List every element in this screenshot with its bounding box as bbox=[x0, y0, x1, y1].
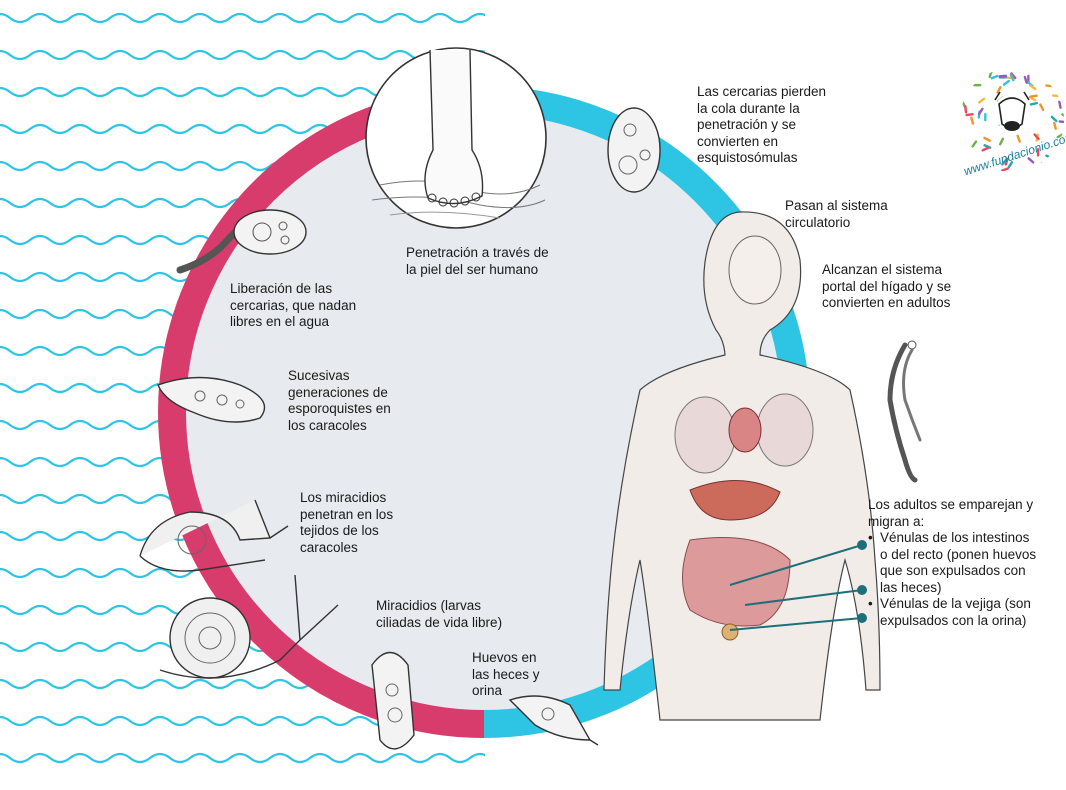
logo-confetti bbox=[1000, 139, 1003, 144]
logo-confetti bbox=[1000, 76, 1006, 77]
logo-confetti bbox=[969, 75, 974, 78]
label-adults: Los adultos se emparejan y migran a: bbox=[868, 497, 1033, 530]
logo-confetti bbox=[998, 87, 1001, 92]
logo-confetti bbox=[1031, 103, 1037, 104]
logo-confetti bbox=[1002, 169, 1008, 171]
logo-confetti bbox=[1004, 81, 1009, 85]
logo-confetti bbox=[1059, 102, 1060, 108]
logo-confetti bbox=[1018, 136, 1020, 142]
logo-confetti bbox=[1055, 164, 1060, 167]
logo-confetti bbox=[967, 114, 973, 115]
label-penetration: Penetración a través de la piel del ser … bbox=[406, 245, 549, 278]
label-cercariae-lose-tail: Las cercarias pierden la cola durante la… bbox=[697, 84, 826, 167]
logo-confetti bbox=[984, 138, 989, 141]
adults-destinations: • Vénulas de los intestinos o del recto … bbox=[868, 530, 1036, 629]
logo-confetti bbox=[973, 142, 976, 147]
logo-confetti bbox=[1029, 158, 1034, 162]
logo-confetti bbox=[992, 76, 998, 78]
logo-confetti bbox=[959, 105, 961, 111]
logo-confetti bbox=[965, 106, 966, 112]
logo-confetti bbox=[1025, 77, 1027, 83]
logo-confetti bbox=[1052, 117, 1056, 121]
logo-confetti bbox=[1040, 105, 1043, 110]
bullet-bladder: • Vénulas de la vejiga (son expulsados c… bbox=[868, 596, 1036, 629]
adult-worms-icon bbox=[890, 341, 920, 480]
logo-confetti bbox=[1063, 114, 1066, 118]
wave-line bbox=[0, 754, 510, 762]
logo-confetti bbox=[1046, 156, 1051, 159]
bullet-intestine: • Vénulas de los intestinos o del recto … bbox=[868, 530, 1036, 596]
miracidium-icon bbox=[372, 653, 414, 749]
logo-confetti bbox=[1031, 96, 1037, 97]
wave-line bbox=[0, 14, 510, 22]
logo-confetti bbox=[990, 71, 992, 77]
logo-confetti bbox=[979, 99, 984, 103]
label-circulatory: Pasan al sistema circulatorio bbox=[785, 198, 888, 231]
schistosomulum-icon bbox=[608, 108, 660, 192]
label-miracidia-penetrate: Los miracidios penetran en los tejidos d… bbox=[300, 490, 393, 556]
label-miracidia: Miracidios (larvas ciliadas de vida libr… bbox=[376, 598, 502, 631]
logo-confetti bbox=[1054, 123, 1055, 129]
logo-confetti bbox=[968, 70, 969, 76]
label-eggs: Huevos en las heces y orina bbox=[472, 650, 540, 700]
logo-confetti bbox=[1030, 86, 1035, 90]
logo-confetti bbox=[1046, 86, 1052, 87]
foot-icon bbox=[366, 48, 546, 228]
logo-confetti bbox=[979, 109, 982, 114]
logo-confetti bbox=[961, 147, 962, 153]
logo-confetti bbox=[1060, 122, 1066, 123]
label-liver: Alcanzan el sistema portal del hígado y … bbox=[822, 262, 951, 312]
logo-confetti bbox=[971, 118, 973, 124]
label-sporocysts: Sucesivas generaciones de esporoquistes … bbox=[288, 368, 391, 434]
logo-confetti bbox=[983, 148, 988, 151]
label-cercaria-release: Liberación de las cercarias, que nadan l… bbox=[230, 281, 356, 331]
logo-confetti bbox=[1041, 163, 1042, 169]
